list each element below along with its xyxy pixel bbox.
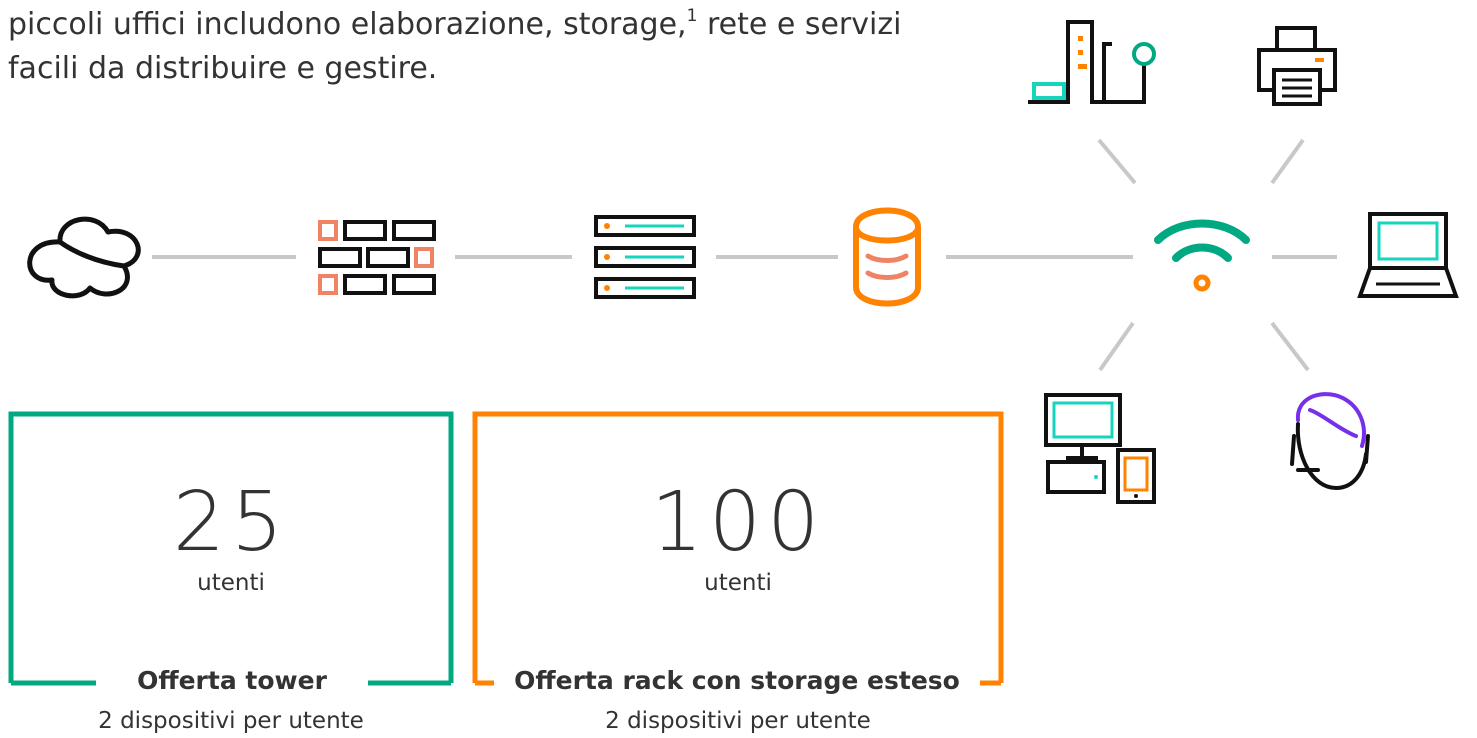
intro-line-2: facili da distribuire e gestire. [8, 51, 438, 86]
building-icon [1028, 20, 1156, 104]
footnote-marker: 1 [686, 6, 698, 26]
offer-tower-user-count: 25 [172, 475, 290, 570]
offer-rack-unit: utenti [704, 570, 772, 596]
printer-icon [1257, 26, 1337, 106]
user-headset-icon [1290, 392, 1370, 491]
firewall-icon [318, 220, 436, 295]
intro-line-1: piccoli uffici includono elaborazione, s… [8, 7, 687, 42]
offer-tower-title: Offerta tower [106, 666, 358, 695]
workstation-icon [1044, 393, 1156, 504]
link-wifi-building [1097, 138, 1137, 185]
intro-line-1b: rete e servizi [697, 7, 902, 42]
link-wifi-workstation [1098, 321, 1135, 372]
offer-rack-subtitle: 2 dispositivi per utente [605, 708, 871, 734]
offer-tower-unit: utenti [197, 570, 265, 596]
offer-box-tower [8, 411, 454, 686]
offer-rack-user-count: 100 [650, 475, 826, 570]
offer-rack-title: Offerta rack con storage esteso [500, 666, 974, 695]
offer-tower-subtitle: 2 dispositivi per utente [98, 708, 364, 734]
offer-box-rack [472, 411, 1004, 686]
link-wifi-printer [1270, 138, 1305, 185]
server-icon [594, 215, 696, 299]
database-icon [853, 207, 921, 307]
intro-text: piccoli uffici includono elaborazione, s… [8, 0, 968, 91]
laptop-icon [1357, 212, 1459, 298]
cloud-icon [27, 216, 141, 299]
link-wifi-headset [1270, 321, 1310, 372]
wifi-icon [1154, 219, 1250, 292]
connector-lines [152, 138, 1337, 372]
